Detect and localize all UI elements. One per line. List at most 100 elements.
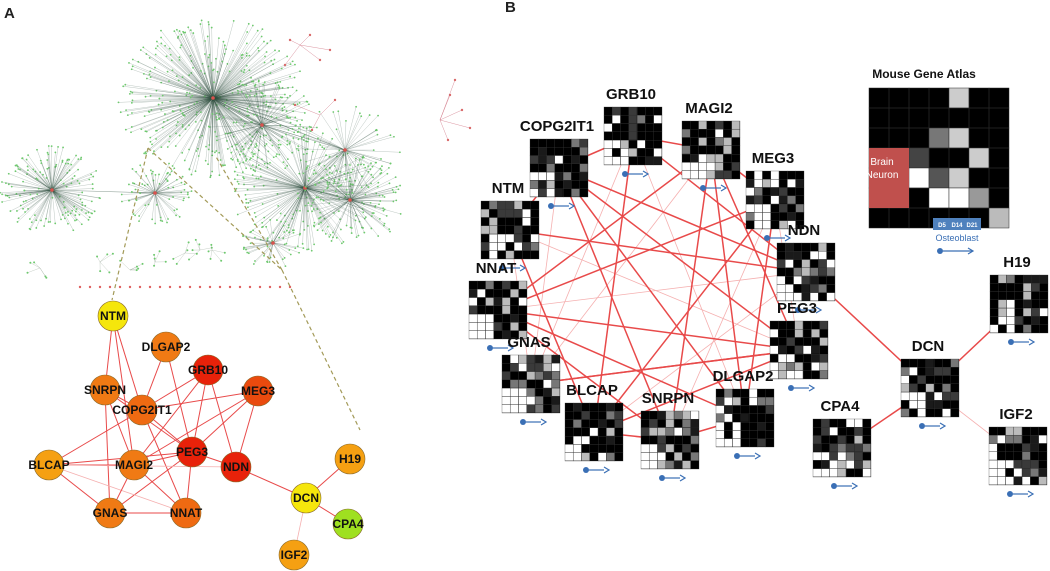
overview-node: [299, 232, 302, 235]
overview-edge: [304, 187, 308, 250]
overview-node: [310, 128, 314, 132]
heatmap-cell: [579, 172, 588, 181]
overview-node: [151, 218, 154, 221]
overview-edge: [212, 71, 301, 99]
overview-edge: [212, 97, 291, 123]
overview-node: [32, 168, 35, 171]
legend-title: Mouse Gene Atlas: [872, 67, 976, 81]
overview-edge: [144, 97, 214, 117]
overview-node: [302, 135, 305, 138]
overview-node: [288, 231, 291, 234]
legend-cell: [909, 168, 929, 188]
overview-node: [182, 199, 185, 202]
overview-node: [266, 166, 269, 169]
heatmap-cell: [723, 145, 732, 154]
overview-edge: [212, 87, 283, 99]
overview-node: [250, 121, 253, 124]
overview-node: [19, 194, 21, 197]
overview-cluster: [208, 79, 318, 173]
heatmap-cell: [665, 444, 674, 453]
overview-node: [369, 168, 372, 171]
overview-edge: [272, 233, 301, 244]
overview-node: [249, 199, 252, 202]
heatmap-edge: [497, 309, 746, 419]
heatmap-cell: [821, 452, 830, 461]
heatmap-cell: [493, 322, 502, 331]
overview-node: [120, 193, 123, 196]
overview-edge: [273, 187, 306, 242]
heatmap-cell: [581, 411, 590, 420]
overview-edge: [232, 102, 263, 126]
overview-node: [363, 217, 366, 220]
overview-node: [224, 132, 227, 135]
heatmap-cell: [489, 225, 498, 234]
overview-node: [99, 270, 102, 273]
overview-edge: [145, 97, 214, 154]
heatmap-cell: [754, 220, 763, 229]
overview-node: [376, 133, 379, 136]
overview-edge: [184, 97, 214, 117]
overview-node: [0, 191, 2, 194]
overview-edge: [304, 151, 313, 189]
overview-edge: [51, 176, 94, 191]
overview-node: [134, 188, 137, 191]
overview-edge: [196, 97, 214, 113]
overview-node: [349, 185, 351, 188]
overview-node: [286, 164, 289, 167]
overview-edge: [283, 187, 306, 233]
heatmap-cell: [1013, 460, 1022, 469]
overview-node: [240, 90, 243, 93]
legend-osteoblast-label: Osteoblast: [935, 233, 979, 243]
overview-node: [117, 101, 120, 104]
overview-node: [257, 149, 260, 152]
overview-node: [277, 204, 280, 207]
heatmap-cell: [757, 397, 766, 406]
overview-edge: [212, 97, 263, 129]
overview-node: [266, 42, 269, 45]
overview-node: [67, 162, 70, 165]
overview-edge: [23, 189, 53, 202]
overview-edge: [304, 187, 306, 230]
overview-small-tree: [293, 98, 337, 132]
overview-node: [296, 245, 299, 248]
heatmap-cell: [770, 362, 778, 371]
overview-edge: [304, 187, 329, 227]
heatmap-cell: [551, 363, 560, 372]
overview-hub-node: [343, 148, 347, 152]
overview-node: [301, 119, 303, 122]
overview-edge: [298, 128, 346, 151]
overview-singleton: [198, 285, 202, 289]
overview-node: [200, 70, 202, 72]
overview-edge: [212, 97, 267, 112]
overview-edge: [195, 97, 214, 122]
overview-node: [81, 201, 84, 204]
overview-edge: [349, 199, 380, 220]
overview-edge: [349, 162, 376, 201]
overview-edge: [210, 97, 214, 178]
heatmap-cell: [614, 411, 623, 420]
heatmap-cell: [826, 259, 835, 268]
overview-node: [337, 210, 340, 213]
overview-node: [251, 174, 254, 176]
overview-edge: [212, 64, 274, 99]
overview-node: [253, 211, 256, 214]
overview-singleton: [108, 285, 112, 289]
overview-edge: [319, 99, 336, 116]
overview-edge: [212, 30, 258, 99]
overview-node: [147, 203, 150, 206]
overview-edge: [51, 152, 56, 191]
heatmap-cell: [724, 413, 733, 422]
overview-edge: [304, 179, 346, 189]
overview-edge: [51, 189, 69, 212]
heatmap-cell: [754, 195, 763, 204]
overview-node: [215, 135, 218, 138]
overview-node: [159, 219, 162, 222]
overview-node: [176, 121, 179, 123]
overview-node: [287, 117, 290, 119]
overview-node: [340, 228, 342, 231]
heatmap-cell: [901, 375, 909, 384]
overview-node: [226, 148, 229, 150]
overview-edge: [212, 97, 233, 147]
heatmap-cell: [518, 355, 527, 363]
overview-node: [211, 154, 214, 157]
